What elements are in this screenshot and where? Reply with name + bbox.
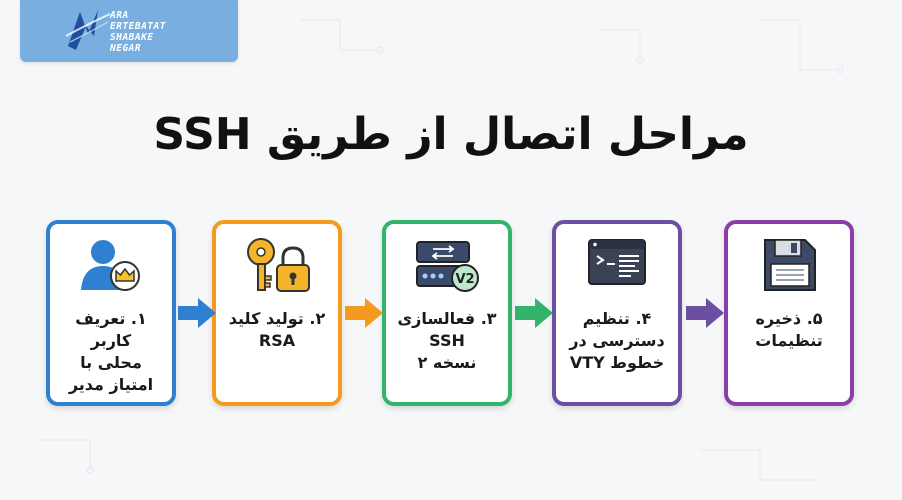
terminal-window-icon bbox=[585, 236, 649, 296]
step-card-define-user: ۱. تعریف کاربر محلی با امتیاز مدیر bbox=[46, 220, 176, 406]
logo-line-4: NEGAR bbox=[110, 43, 142, 54]
page-title: مراحل اتصال از طریق SSH bbox=[153, 109, 749, 160]
arrow-right-icon bbox=[345, 298, 383, 328]
admin-user-icon bbox=[79, 236, 143, 296]
step-label-4: ۴. تنظیم دسترسی در خطوط VTY bbox=[569, 309, 665, 372]
arrow-right-icon bbox=[686, 298, 724, 328]
company-logo: ARA ERTEBATAT SHABAKE NEGAR bbox=[20, 0, 238, 62]
logo-line-3: SHABAKE bbox=[110, 32, 154, 43]
logo-text: ARA ERTEBATAT SHABAKE NEGAR bbox=[110, 10, 166, 54]
logo-line-1: ARA bbox=[110, 10, 129, 21]
arrow-right-icon bbox=[178, 298, 216, 328]
step-card-vty-access: ۴. تنظیم دسترسی در خطوط VTY bbox=[552, 220, 682, 406]
floppy-disk-icon bbox=[759, 236, 819, 298]
step-label-1: ۱. تعریف کاربر محلی با امتیاز مدیر bbox=[68, 309, 154, 394]
step-label-2: ۲. تولید کلید RSA bbox=[228, 309, 326, 350]
step-label-5: ۵. ذخیره تنظیمات bbox=[755, 309, 823, 350]
server-v2-icon: V2 bbox=[411, 236, 483, 298]
key-lock-icon bbox=[243, 236, 311, 298]
step-card-enable-ssh: V2 ۳. فعالسازی SSH نسخه ۲ bbox=[382, 220, 512, 406]
step-label-3: ۳. فعالسازی SSH نسخه ۲ bbox=[397, 309, 497, 372]
step-card-generate-rsa: ۲. تولید کلید RSA bbox=[212, 220, 342, 406]
logo-line-2: ERTEBATAT bbox=[110, 21, 166, 32]
arrow-right-icon bbox=[515, 298, 553, 328]
svg-text:V2: V2 bbox=[455, 272, 474, 287]
logo-mark-icon bbox=[65, 10, 111, 50]
step-card-save-settings: ۵. ذخیره تنظیمات bbox=[724, 220, 854, 406]
